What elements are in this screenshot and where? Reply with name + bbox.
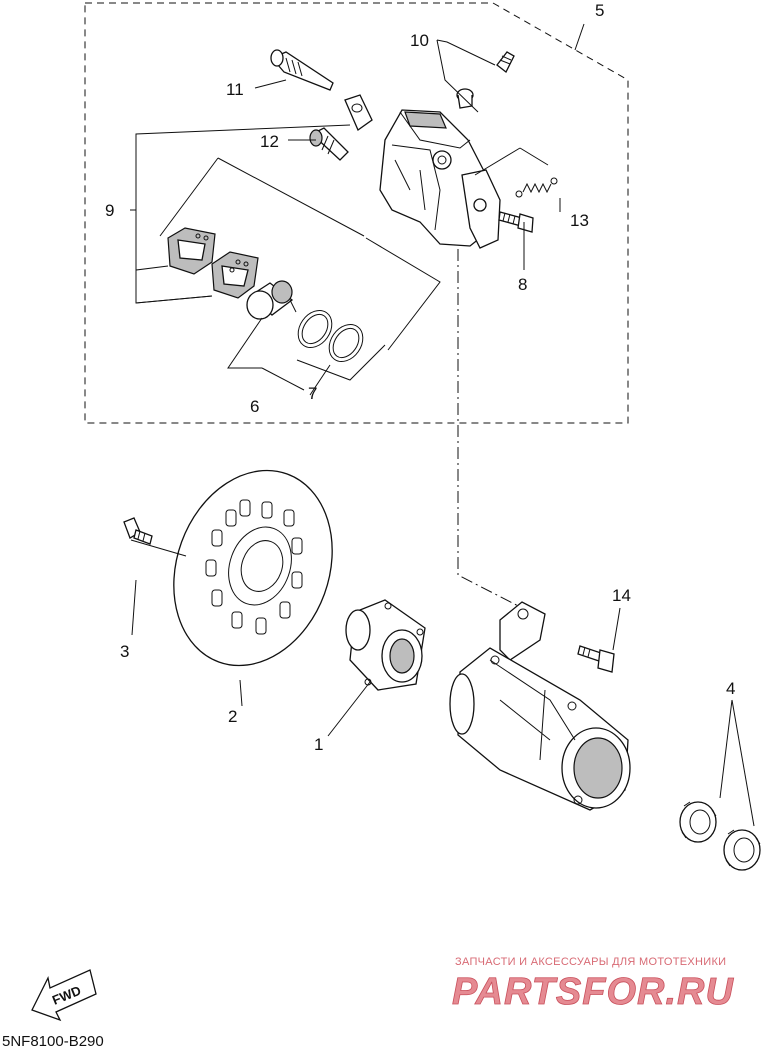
- hub-1: [345, 599, 426, 691]
- callout-7: 7: [308, 384, 317, 403]
- caliper-assembly-boundary: [84, 2, 629, 424]
- callout-6: 6: [250, 397, 259, 416]
- callout-8: 8: [518, 275, 527, 294]
- callout-14: 14: [612, 586, 631, 605]
- brake-pad-upper: [167, 227, 216, 275]
- callout-1: 1: [314, 735, 323, 754]
- caliper-pin-12: [309, 127, 349, 161]
- piston-seal-7: [297, 309, 364, 363]
- forward-direction-arrow: FWD: [31, 969, 97, 1022]
- callout-12: 12: [260, 132, 279, 151]
- watermark-logo: PARTSFOR.RU: [452, 971, 734, 1013]
- bleed-screw-10: [456, 51, 515, 109]
- caliper-pin-11: [270, 49, 334, 91]
- spring-13: [515, 177, 558, 198]
- caliper-body: [379, 109, 501, 249]
- watermark: ЗАПЧАСТИ И АКСЕССУАРЫ ДЛЯ МОТОТЕХНИКИ PA…: [452, 956, 734, 1013]
- caliper-bracket-housing: [449, 601, 631, 811]
- callout-9: 9: [105, 201, 114, 220]
- callout-13: 13: [570, 211, 589, 230]
- callout-10: 10: [410, 31, 429, 50]
- brake-pad-lower: [211, 251, 259, 299]
- brake-disc-2: [173, 469, 333, 667]
- bolt-14: [577, 645, 615, 673]
- mounting-centerline: [457, 205, 531, 613]
- lock-nut-4-b: [723, 829, 761, 871]
- lock-nut-4-a: [679, 801, 717, 843]
- pad-retainer-clip: [344, 94, 373, 131]
- callout-5: 5: [595, 1, 604, 20]
- bolt-8: [498, 211, 534, 233]
- callout-3: 3: [120, 642, 129, 661]
- piston-6: [246, 280, 297, 320]
- callout-11: 11: [226, 80, 244, 99]
- callout-2: 2: [228, 707, 237, 726]
- leader-lines: [130, 23, 755, 827]
- callout-4: 4: [726, 679, 735, 698]
- watermark-tagline: ЗАПЧАСТИ И АКСЕССУАРЫ ДЛЯ МОТОТЕХНИКИ: [455, 956, 726, 968]
- diagram-code: 5NF8100-B290: [2, 1033, 104, 1049]
- disc-bolt-3: [123, 517, 153, 545]
